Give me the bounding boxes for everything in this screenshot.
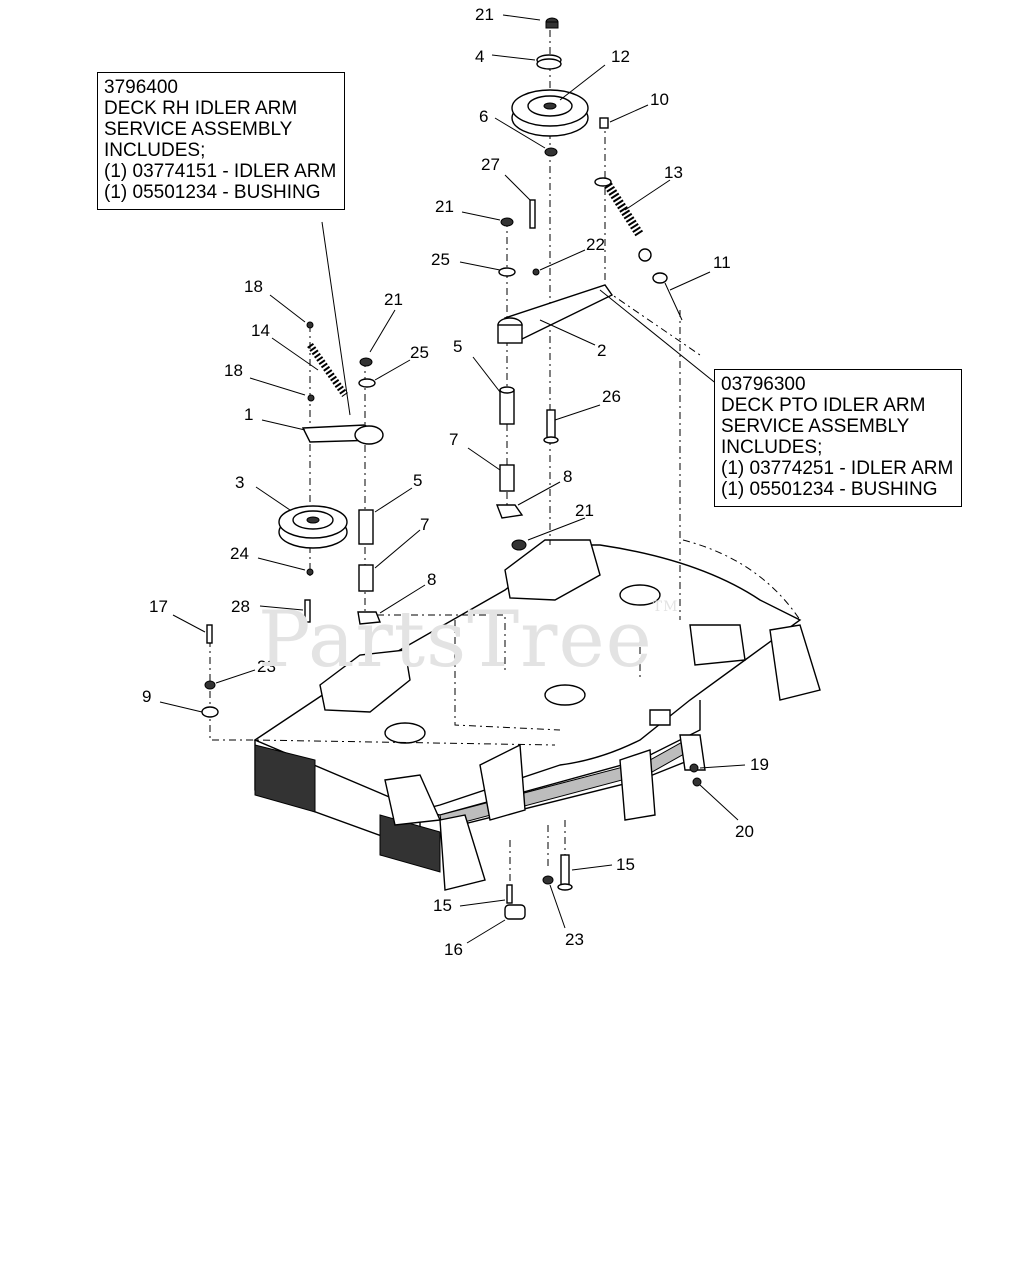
part-label: 3 (235, 473, 244, 492)
part-label: 17 (149, 597, 168, 616)
part-label: 21 (575, 501, 594, 520)
part-label: 21 (435, 197, 454, 216)
spacer-5-b (358, 509, 374, 545)
part-label: 8 (563, 467, 572, 486)
nut-21-top (545, 17, 559, 29)
part-label: 21 (384, 290, 403, 309)
callout-line: SERVICE ASSEMBLY (721, 416, 910, 437)
callout-line: (1) 05501234 - BUSHING (104, 182, 321, 203)
nut-20 (692, 777, 702, 787)
nut-18-a (306, 321, 314, 329)
part-label: 23 (257, 657, 276, 676)
part-22 (532, 268, 540, 276)
spacer-7-b (358, 564, 374, 592)
part-label: 19 (750, 755, 769, 774)
washer-25-a (498, 267, 516, 277)
part-label: 11 (713, 253, 731, 272)
callout-line: (1) 03774251 - IDLER ARM (721, 458, 954, 479)
parts (201, 17, 702, 920)
part-label: 5 (413, 471, 422, 490)
callout-line: DECK PTO IDLER ARM (721, 395, 926, 416)
pulley-12 (511, 89, 589, 137)
idler-arm-2 (497, 284, 614, 344)
callout-line: INCLUDES; (721, 437, 823, 458)
part-label: 9 (142, 687, 151, 706)
eyebolt-11 (652, 272, 683, 321)
leader-lines (159, 14, 746, 944)
part-label: 16 (444, 940, 463, 959)
pto-idler-arm-callout: 03796300 DECK PTO IDLER ARM SERVICE ASSE… (714, 369, 963, 507)
washer-25-b (358, 378, 376, 388)
plate-8-b (357, 611, 381, 625)
bolt-17 (206, 624, 213, 644)
part-label: 26 (602, 387, 621, 406)
part-label: 2 (597, 341, 606, 360)
nut-21-b (500, 217, 514, 227)
pin-27 (529, 199, 536, 229)
part-label: 1 (244, 405, 253, 424)
part-labels: 21 4 12 10 6 27 13 21 25 22 11 18 21 14 … (142, 5, 769, 959)
part-label: 6 (479, 107, 488, 126)
part-label: 18 (244, 277, 263, 296)
part-label: 28 (231, 597, 250, 616)
mower-deck (253, 539, 821, 891)
pin-16 (504, 904, 526, 920)
part-label: 12 (611, 47, 630, 66)
callout-line: SERVICE ASSEMBLY (104, 119, 293, 140)
callout-line: 3796400 (104, 77, 178, 98)
part-label: 8 (427, 570, 436, 589)
nut-18-b (307, 394, 315, 402)
washer-4 (536, 54, 562, 70)
part-label: 14 (251, 321, 270, 340)
plate-8-a (495, 504, 524, 519)
part-label: 25 (410, 343, 429, 362)
callout-line: INCLUDES; (104, 140, 206, 161)
idler-arm-1 (301, 424, 384, 445)
part-label: 13 (664, 163, 683, 182)
partstree-watermark: PartsTreeTM (258, 595, 679, 685)
part-label: 10 (650, 90, 669, 109)
callout-line: (1) 03774151 - IDLER ARM (104, 161, 337, 182)
spring-13 (594, 177, 652, 262)
part-label: 4 (475, 47, 484, 66)
part-label: 15 (616, 855, 635, 874)
pin-28 (304, 599, 311, 623)
nut-24 (306, 568, 314, 576)
bolt-10 (599, 117, 609, 129)
part-label: 7 (420, 515, 429, 534)
part-label: 27 (481, 155, 500, 174)
nut-23-a (204, 680, 216, 690)
part-label: 18 (224, 361, 243, 380)
spacer-7-a (499, 464, 515, 492)
part-label: 25 (431, 250, 450, 269)
bolt-26 (543, 409, 559, 444)
nut-21-d (511, 539, 527, 551)
bolt-15-b (557, 854, 573, 891)
callout-line: (1) 05501234 - BUSHING (721, 479, 938, 500)
part-label: 21 (475, 5, 494, 24)
part-label: 15 (433, 896, 452, 915)
rh-idler-arm-callout: 3796400 DECK RH IDLER ARM SERVICE ASSEMB… (97, 72, 346, 210)
part-label: 23 (565, 930, 584, 949)
part-label: 5 (453, 337, 462, 356)
nut-23-b (542, 875, 554, 885)
part-label: 24 (230, 544, 249, 563)
washer-9 (201, 706, 219, 718)
spring-14 (307, 342, 348, 398)
callout-line: DECK RH IDLER ARM (104, 98, 298, 119)
bushing-6 (544, 147, 558, 157)
pulley-3 (278, 505, 348, 549)
nut-21-c (359, 357, 373, 367)
part-label: 20 (735, 822, 754, 841)
callout-line: 03796300 (721, 374, 806, 395)
nut-19 (689, 763, 699, 773)
bolt-15-a (506, 884, 513, 904)
part-label: 22 (586, 235, 605, 254)
spacer-5-a (499, 386, 515, 425)
part-label: 7 (449, 430, 458, 449)
